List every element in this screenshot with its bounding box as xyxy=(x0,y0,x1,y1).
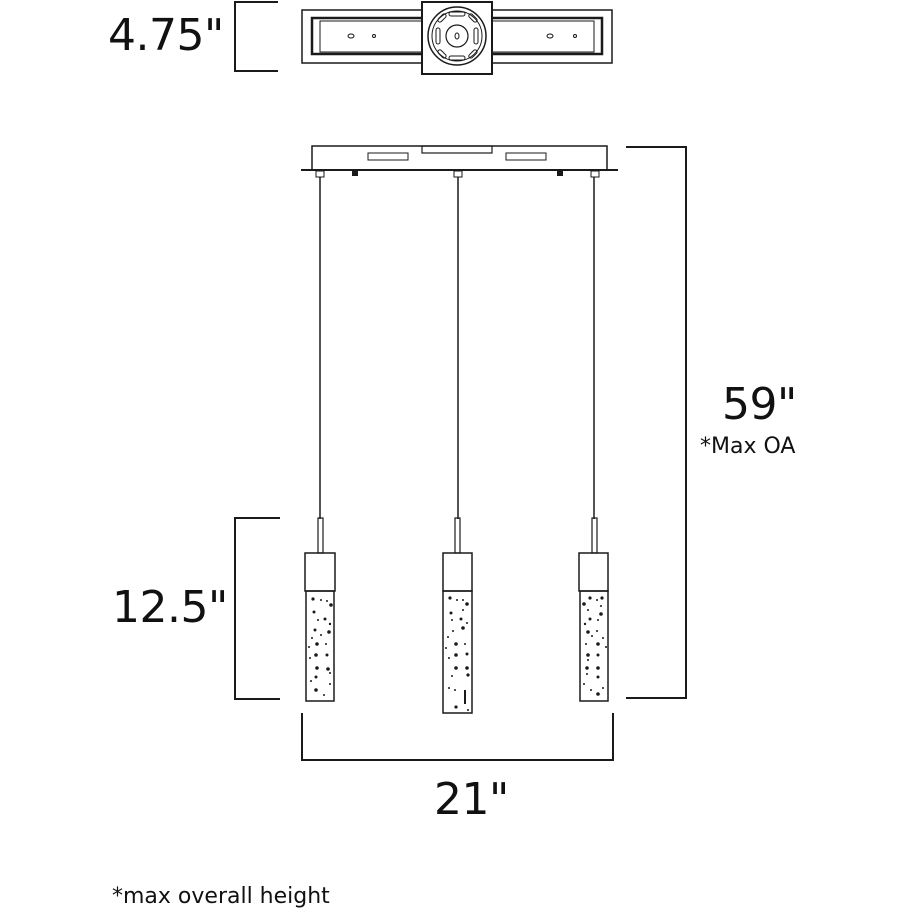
dimension-bracket-width xyxy=(301,713,614,761)
canopy-top-view xyxy=(301,1,613,75)
dimension-bracket-overall-height xyxy=(626,146,687,699)
dimension-bracket-shade-height xyxy=(234,517,280,700)
footnote: *max overall height xyxy=(112,884,330,909)
dimension-label-shade-height: 12.5" xyxy=(112,582,228,633)
pendant-center xyxy=(442,517,473,714)
dimension-note-max-oa: *Max OA xyxy=(700,434,796,459)
pendant-right xyxy=(578,517,609,702)
dimension-bracket-depth xyxy=(234,1,278,72)
canopy-side-view xyxy=(301,145,618,178)
pendant-left xyxy=(304,517,336,702)
dimension-label-width: 21" xyxy=(434,774,509,825)
glass-bubbles xyxy=(308,596,607,711)
dimension-label-depth: 4.75" xyxy=(108,10,224,61)
dimension-label-overall-height: 59" xyxy=(722,379,797,430)
